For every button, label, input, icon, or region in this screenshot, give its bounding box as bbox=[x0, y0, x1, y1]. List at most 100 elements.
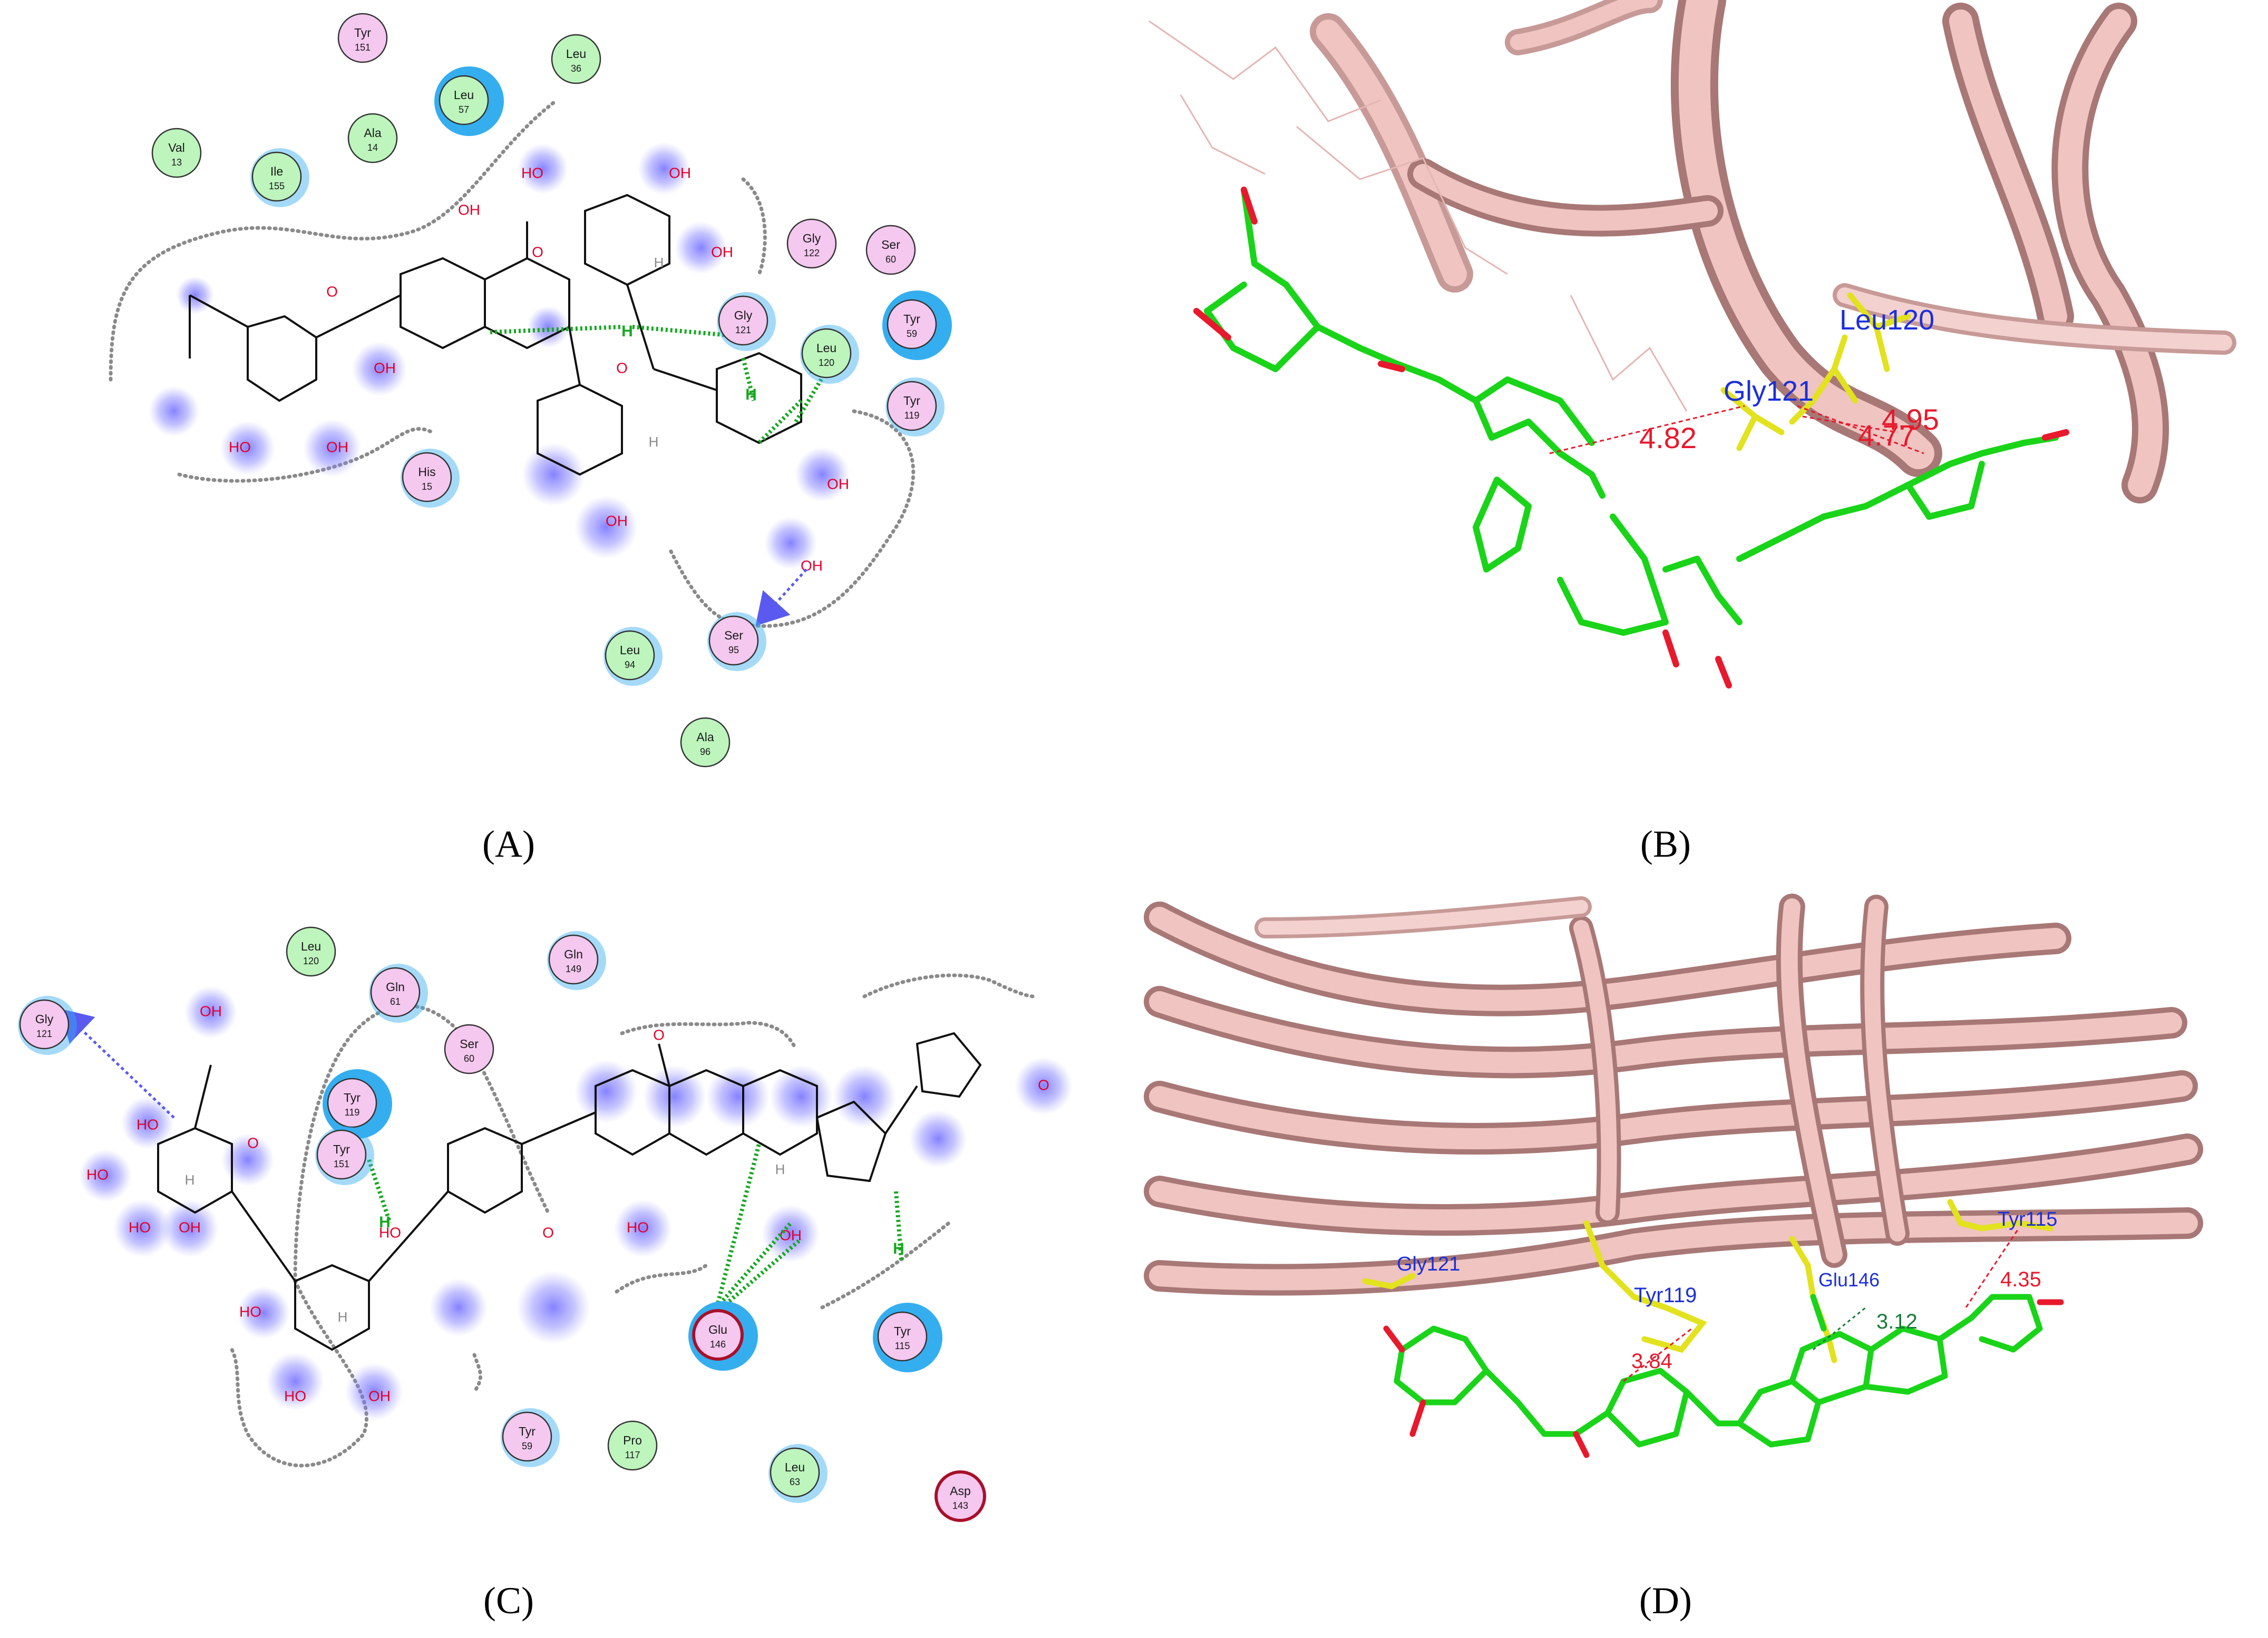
residue-name: Tyr bbox=[344, 1091, 361, 1104]
svg-text:OH: OH bbox=[326, 439, 348, 455]
residue-wires-b bbox=[1148, 20, 1688, 412]
residue-name: Leu bbox=[816, 341, 836, 355]
residue-number: 122 bbox=[804, 248, 820, 258]
residue-name: Tyr bbox=[354, 26, 371, 40]
residue-label-leu120: Leu120 bbox=[1839, 304, 1934, 336]
residue-name: Ser bbox=[724, 628, 743, 642]
distance-label-482: 4.82 bbox=[1639, 421, 1697, 454]
hbond-line-d bbox=[1813, 1306, 1866, 1351]
svg-text:O: O bbox=[542, 1224, 554, 1240]
panel-label-d: (D) bbox=[1639, 1579, 1692, 1622]
residue-number: 151 bbox=[334, 1159, 349, 1169]
residue-number: 14 bbox=[367, 142, 378, 153]
panel-label-b: (B) bbox=[1640, 823, 1691, 865]
residue-disc bbox=[548, 934, 599, 985]
svg-text:H: H bbox=[775, 1161, 785, 1177]
residue-disc bbox=[708, 615, 759, 666]
residue-disc bbox=[718, 295, 768, 346]
residue-number: 57 bbox=[459, 104, 469, 115]
residue-number: 151 bbox=[355, 42, 371, 53]
svg-text:OH: OH bbox=[200, 1003, 222, 1019]
residue-name: Gly bbox=[803, 231, 821, 245]
residue-label-tyr119: Tyr119 bbox=[1634, 1284, 1697, 1307]
residue-disc bbox=[439, 75, 489, 125]
residue-disc bbox=[865, 225, 916, 275]
svg-text:OH: OH bbox=[827, 476, 849, 492]
residue-disc bbox=[877, 1311, 928, 1362]
residue-name: Tyr bbox=[903, 394, 920, 408]
residue-name: Ala bbox=[696, 730, 714, 744]
svg-text:HO: HO bbox=[137, 1116, 159, 1132]
residue-label-gly121: Gly121 bbox=[1724, 375, 1814, 407]
panel-b-3d-docking-pose: Leu120 Gly121 4.82 4.95 4.77 (B) bbox=[1148, 0, 2236, 865]
svg-text:O: O bbox=[532, 244, 543, 260]
distance-label-477: 4.77 bbox=[1858, 419, 1915, 452]
residue-disc bbox=[887, 381, 937, 431]
svg-text:O: O bbox=[1038, 1077, 1049, 1093]
solvent-exposure-blobs bbox=[149, 142, 850, 569]
panel-a-interaction-diagram: OH OH OH HO OH OH HO OH OH OH O O O H H … bbox=[109, 13, 952, 865]
residue-disc bbox=[607, 1420, 658, 1471]
residue-name: Gln bbox=[386, 980, 405, 994]
svg-text:HO: HO bbox=[239, 1303, 261, 1320]
residue-sticks-d bbox=[1362, 1199, 2053, 1363]
svg-text:H: H bbox=[185, 1172, 195, 1188]
ligand-skeleton-c bbox=[157, 1032, 982, 1351]
residues-c: Leu120Gln61Gln149Gly121Ser60Tyr119Tyr151… bbox=[18, 926, 986, 1522]
residue-number: 13 bbox=[171, 157, 182, 168]
residue-name: Leu bbox=[785, 1460, 805, 1474]
ligand-atom-labels-c: OH HO HO OH HO O HO HO OH HO O HO OH O O… bbox=[86, 1003, 1049, 1404]
residue-disc bbox=[327, 1078, 377, 1128]
residue-glu146: Glu 146 bbox=[688, 1301, 758, 1371]
residue-number: 120 bbox=[819, 357, 834, 368]
svg-text:OH: OH bbox=[458, 201, 480, 218]
residue-tyr119: Tyr 119 bbox=[885, 377, 945, 437]
residue-number: 36 bbox=[571, 63, 581, 74]
residue-disc bbox=[887, 299, 937, 350]
pocket-outline bbox=[820, 1221, 951, 1310]
residue-number: 146 bbox=[710, 1339, 726, 1350]
residue-number: 119 bbox=[904, 410, 920, 421]
svg-text:H: H bbox=[649, 434, 659, 450]
residue-name: Pro bbox=[623, 1433, 642, 1447]
residue-disc bbox=[19, 999, 70, 1050]
residue-disc bbox=[370, 967, 421, 1017]
residue-number: 60 bbox=[885, 254, 896, 265]
residue-name: Glu bbox=[708, 1323, 727, 1336]
residue-name: Tyr bbox=[333, 1142, 350, 1156]
residue-number: 94 bbox=[625, 660, 635, 670]
residue-disc bbox=[251, 151, 302, 202]
svg-text:O: O bbox=[247, 1135, 259, 1151]
panel-c-interaction-diagram: OH HO HO OH HO O HO HO OH HO O HO OH O O… bbox=[18, 926, 1073, 1622]
residue-disc bbox=[605, 630, 655, 681]
pocket-outline bbox=[741, 177, 767, 276]
residue-disc bbox=[786, 218, 837, 269]
hbond-arrow-ser95 bbox=[755, 568, 807, 626]
residue-disc bbox=[935, 1470, 986, 1522]
ligand-sticks-d bbox=[1383, 1294, 2064, 1458]
pocket-outline bbox=[230, 1279, 368, 1468]
residue-disc bbox=[444, 1024, 494, 1074]
hbond-arrow-gly121 bbox=[59, 1009, 175, 1119]
panel-label-c: (C) bbox=[483, 1579, 534, 1622]
residue-number: 121 bbox=[735, 325, 751, 335]
residue-disc bbox=[151, 128, 202, 178]
svg-text:HO: HO bbox=[229, 439, 251, 455]
svg-text:O: O bbox=[653, 1026, 665, 1043]
distance-label-435: 4.35 bbox=[2000, 1268, 2041, 1291]
svg-text:OH: OH bbox=[669, 164, 691, 181]
residue-name: Gln bbox=[564, 947, 583, 961]
residue-disc bbox=[801, 328, 852, 379]
residue-number: 59 bbox=[522, 1441, 532, 1451]
svg-text:H: H bbox=[338, 1309, 348, 1325]
residue-name: Leu bbox=[301, 939, 321, 953]
